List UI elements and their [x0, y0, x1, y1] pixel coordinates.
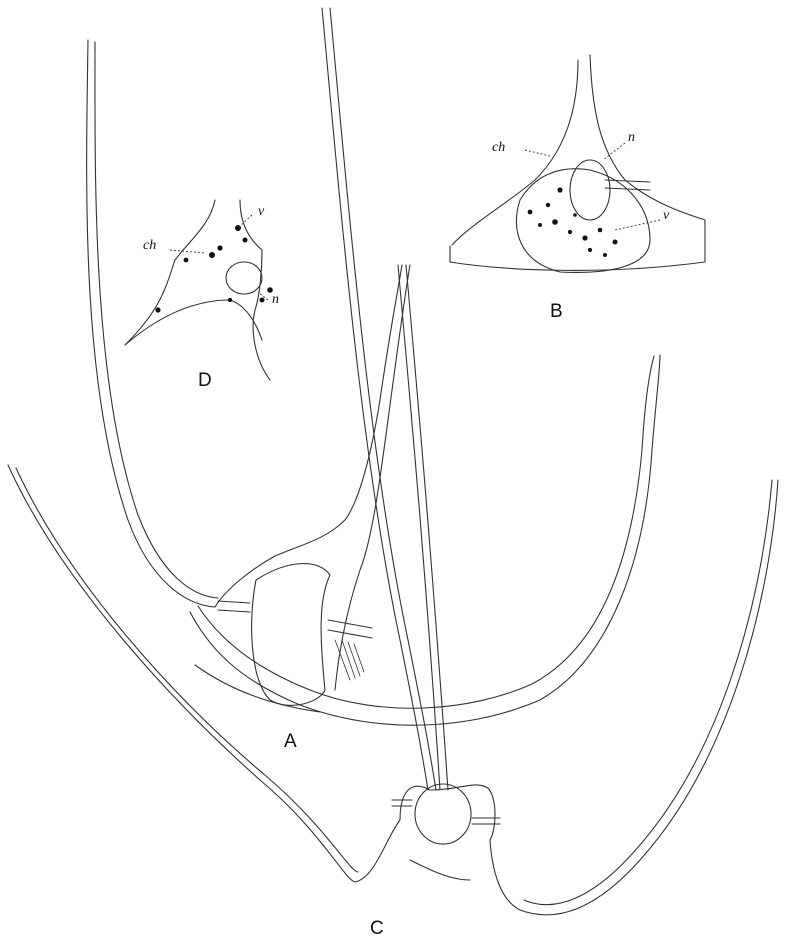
annotation-b-v: v — [663, 208, 669, 224]
panel-label-d: D — [198, 370, 212, 392]
cell-drawing-b — [450, 55, 705, 272]
panel-label-b: B — [550, 301, 563, 323]
granule-dots — [155, 187, 617, 312]
annotation-d-n: n — [272, 292, 279, 308]
panel-label-c: C — [370, 918, 384, 940]
cell-drawing-d — [125, 200, 270, 380]
cell-drawing-a — [87, 40, 660, 725]
panel-label-a: A — [284, 731, 297, 753]
annotation-d-v: v — [258, 204, 264, 220]
annotation-b-n: n — [628, 130, 635, 146]
annotation-d-ch: ch — [143, 238, 156, 254]
annotation-b-ch: ch — [492, 140, 505, 156]
